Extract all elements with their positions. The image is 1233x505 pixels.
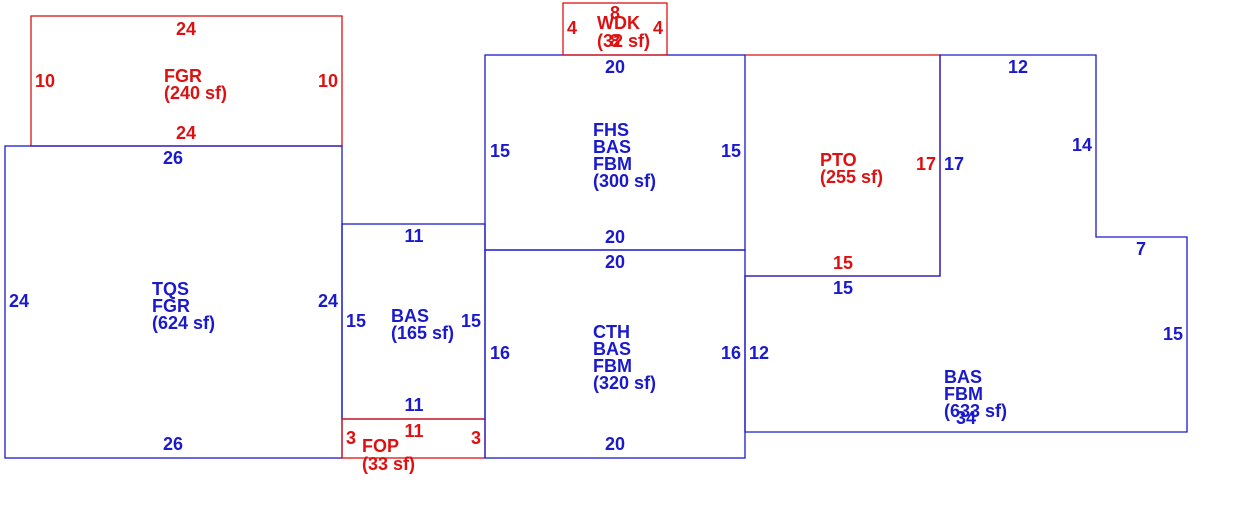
bas-mid-area: (165 sf)	[391, 323, 454, 343]
fop-area: (33 sf)	[362, 454, 415, 474]
tqs-code-2: FGR	[152, 296, 190, 316]
tqs-dim-top: 26	[163, 148, 183, 168]
bas-right-dim-step: 7	[1136, 239, 1146, 259]
pto-dim-bottom: 15	[833, 253, 853, 273]
wdk-outline	[562, 2, 668, 56]
tqs-dim-bottom: 26	[163, 434, 183, 454]
bas-right-dim-upper-right: 14	[1072, 135, 1092, 155]
tqs-dim-right: 24	[318, 291, 338, 311]
fhs-area: (300 sf)	[593, 171, 656, 191]
cth-code-1: CTH	[593, 322, 630, 342]
fgr-top-dim-bottom: 24	[176, 123, 196, 143]
bas-mid-dim-bottom: 11	[404, 395, 423, 415]
cth-dim-left: 16	[490, 343, 510, 363]
tqs-code-1: TQS	[152, 279, 189, 299]
fhs-dim-left: 15	[490, 141, 510, 161]
fgr-top-code: FGR	[164, 66, 202, 86]
fhs-dim-right: 15	[721, 141, 741, 161]
fgr-top-dim-right: 10	[318, 71, 338, 91]
wdk-dim-right: 4	[653, 18, 663, 38]
fgr-top-dim-left: 10	[35, 71, 55, 91]
bas-right-dim-bottom: 34	[956, 408, 976, 428]
bas-right-outline	[744, 54, 1188, 433]
cth-code-2: BAS	[593, 339, 631, 359]
cth-dim-bottom: 20	[605, 434, 625, 454]
cth-dim-right: 16	[721, 343, 741, 363]
fhs-code-1: FHS	[593, 120, 629, 140]
fhs-dim-bottom: 20	[605, 227, 625, 247]
wdk-dim-top: 8	[610, 3, 620, 23]
cth-code-3: FBM	[593, 356, 632, 376]
fop-dim-right: 3	[471, 428, 481, 448]
fop-dim-top: 11	[404, 421, 423, 441]
bas-right-dim-inner-top: 15	[833, 278, 853, 298]
cth-dim-top: 20	[605, 252, 625, 272]
bas-right-dim-top: 12	[1008, 57, 1028, 77]
bas-right-code-1: BAS	[944, 367, 982, 387]
wdk-dim-bottom: 8	[610, 31, 620, 51]
bas-right-dim-right: 15	[1163, 324, 1183, 344]
bas-right-dim-inner-right: 17	[944, 154, 964, 174]
pto-area: (255 sf)	[820, 167, 883, 187]
bas-mid-dim-top: 11	[404, 226, 423, 246]
fhs-code-2: BAS	[593, 137, 631, 157]
cth-area: (320 sf)	[593, 373, 656, 393]
bas-mid-dim-left: 15	[346, 311, 366, 331]
tqs-area: (624 sf)	[152, 313, 215, 333]
bas-mid-dim-right: 15	[461, 311, 481, 331]
fhs-dim-top: 20	[605, 57, 625, 77]
wdk-dim-left: 4	[567, 18, 577, 38]
wdk-area: (32 sf)	[597, 31, 650, 51]
bas-right-area: (633 sf)	[944, 401, 1007, 421]
fgr-top-dim-top: 24	[176, 19, 196, 39]
fhs-code-3: FBM	[593, 154, 632, 174]
pto-code: PTO	[820, 150, 857, 170]
pto-dim-right: 17	[916, 154, 936, 174]
bas-right-code-2: FBM	[944, 384, 983, 404]
fop-dim-left: 3	[346, 428, 356, 448]
fgr-top-area: (240 sf)	[164, 83, 227, 103]
bas-mid-code: BAS	[391, 306, 429, 326]
bas-right-dim-left: 12	[749, 343, 769, 363]
tqs-dim-left: 24	[9, 291, 29, 311]
wdk-code: WDK	[597, 13, 640, 33]
fop-code: FOP	[362, 436, 399, 456]
